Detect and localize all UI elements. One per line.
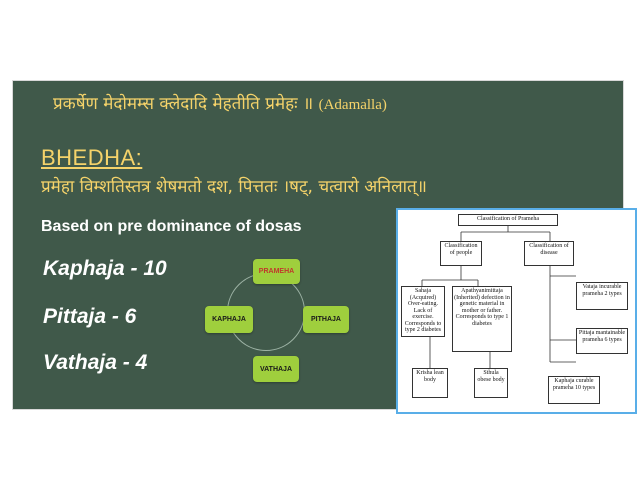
node-vathaja: VATHAJA (253, 356, 299, 382)
bhedha-heading: BHEDHA: (41, 145, 143, 170)
classification-connectors (421, 226, 576, 368)
fig-disease-box: Classification of disease (524, 241, 574, 266)
sanskrit-bhedha-verse: प्रमेहा विम्शतिस्तत्र शेषमतो दश, पित्ततः… (41, 177, 427, 197)
sanskrit-verse: प्रकर्षेण मेदोमम्स क्लेदादि मेहतीति प्रम… (53, 94, 314, 114)
type-kaphaja: Kaphaja - 10 (43, 257, 167, 280)
node-kaphaja: KAPHAJA (205, 306, 253, 333)
type-pittaja: Pittaja - 6 (43, 305, 137, 328)
fig-kaphaja-box: Kaphaja curable prameha 10 types (548, 376, 600, 404)
fig-krisha-box: Krisha lean body (412, 368, 448, 398)
node-pithaja: PITHAJA (303, 306, 349, 333)
type-vathaja: Vathaja - 4 (43, 351, 148, 374)
fig-sahaja-box: Sahaja (Acquired) Over-eating. Lack of e… (401, 286, 445, 337)
citation: (Adamalla) (318, 97, 387, 113)
classification-figure: Classification of Prameha Classification… (396, 208, 637, 414)
sanskrit-verse-line: प्रकर्षेण मेदोमम्स क्लेदादि मेहतीति प्रम… (53, 91, 387, 114)
node-prameha: PRAMEHA (253, 259, 300, 284)
fig-vataja-box: Vataja incurable prameha 2 types (576, 282, 628, 310)
fig-sthula-box: Sthula obese body (474, 368, 508, 398)
fig-people-box: Classification of people (440, 241, 482, 266)
fig-apathya-box: Apathyanimittaja (Inherited) defection i… (452, 286, 512, 352)
fig-pittaja-box: Pittaja mantainable prameha 6 types (576, 328, 628, 354)
dosha-subtitle: Based on pre dominance of dosas (41, 218, 302, 235)
fig-title-box: Classification of Prameha (458, 214, 558, 226)
